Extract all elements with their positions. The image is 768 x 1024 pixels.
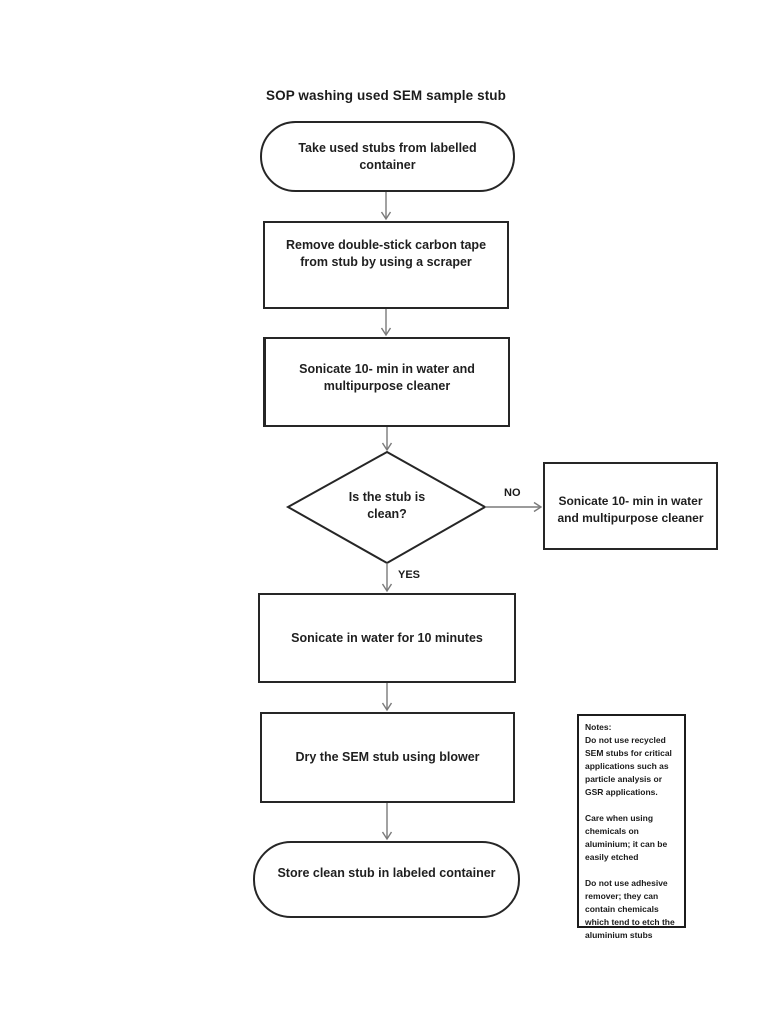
arrowhead-decision-yes	[381, 583, 393, 593]
flow-node-dry-stub-label: Dry the SEM stub using blower	[295, 750, 480, 764]
notes-heading: Notes:	[585, 722, 612, 732]
arrowhead-dry-to-store	[381, 831, 393, 841]
flow-node-sonicate-water: Sonicate in water for 10 minutes	[258, 593, 516, 683]
notes-paragraph: Do not use adhesive remover; they can co…	[585, 878, 675, 940]
notes-box: Notes: Do not use recycled SEM stubs for…	[577, 714, 686, 940]
arrowhead-start-to-remove	[380, 211, 392, 221]
arrowhead-water-to-dry	[381, 702, 393, 712]
flow-node-remove-tape: Remove double-stick carbon tape from stu…	[263, 221, 509, 309]
flow-node-remove-tape-label: Remove double-stick carbon tape from stu…	[285, 238, 487, 269]
flow-node-start-terminator: Take used stubs from labelled container	[260, 121, 515, 192]
flow-node-store-label: Store clean stub in labeled container	[277, 865, 496, 880]
flow-node-start-label: Take used stubs from labelled container	[298, 140, 477, 172]
arrowhead-decision-no	[533, 501, 543, 513]
arrowhead-sonicate-to-decision	[381, 442, 393, 452]
flow-node-sonicate-water-label: Sonicate in water for 10 minutes	[291, 630, 483, 645]
flow-node-sonicate-cleaner-label: Sonicate 10- min in water and multipurpo…	[299, 362, 475, 393]
flow-node-sonicate-cleaner: Sonicate 10- min in water and multipurpo…	[263, 337, 510, 427]
flow-node-decision: Is the stub is clean?	[348, 490, 426, 521]
edge-label-yes: YES	[398, 569, 421, 581]
flow-node-sonicate-repeat: Sonicate 10- min in water and multipurpo…	[543, 462, 718, 550]
flow-node-sonicate-repeat-label: Sonicate 10- min in water and multipurpo…	[557, 494, 704, 525]
flow-node-dry-stub: Dry the SEM stub using blower	[260, 712, 515, 803]
edge-label-no: NO	[504, 487, 521, 499]
notes-paragraph: Do not use recycled SEM stubs for critic…	[585, 735, 672, 797]
diagram-title: SOP washing used SEM sample stub	[265, 88, 506, 103]
flow-node-store-terminator: Store clean stub in labeled container	[253, 841, 520, 918]
notes-paragraph: Care when using chemicals on aluminium; …	[585, 813, 668, 862]
arrowhead-remove-to-sonicate	[380, 327, 392, 337]
